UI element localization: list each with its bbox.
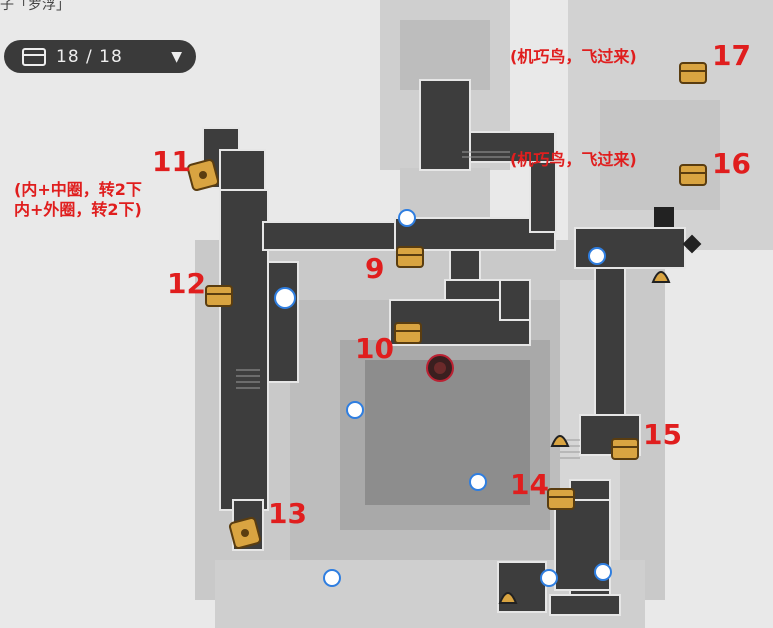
label-14: 14 — [510, 468, 549, 501]
note-17: (机巧鸟，飞过来) — [510, 47, 637, 66]
chest-icon[interactable] — [547, 488, 575, 510]
bell-icon[interactable] — [651, 271, 671, 283]
label-10: 10 — [355, 332, 394, 365]
chest-icon[interactable] — [679, 62, 707, 84]
dropdown-caret-icon[interactable]: ▼ — [171, 49, 182, 65]
teleport-icon[interactable] — [540, 569, 558, 587]
chest-count: 18 / 18 — [56, 46, 123, 67]
note-11: (内+中圈，转2下 内+外圈，转2下) — [14, 180, 142, 219]
map-walkways — [202, 79, 686, 616]
title-fragment: 子「罗浮」 — [0, 0, 70, 13]
teleport-icon[interactable] — [398, 209, 416, 227]
label-16: 16 — [712, 147, 751, 180]
boss-marker-icon[interactable] — [426, 354, 454, 382]
bell-icon[interactable] — [498, 592, 518, 604]
exit-icon[interactable] — [654, 207, 674, 227]
label-9: 9 — [365, 252, 385, 285]
compass-icon[interactable] — [682, 234, 702, 254]
chest-icon — [22, 47, 46, 66]
puzzle-markers — [186, 158, 262, 550]
teleport-icon[interactable] — [588, 247, 606, 265]
chest-icon[interactable] — [611, 438, 639, 460]
chest-counter[interactable]: 18 / 18 ▼ — [4, 40, 196, 73]
chest-icon[interactable] — [205, 285, 233, 307]
teleport-icon[interactable] — [346, 401, 364, 419]
teleport-icon[interactable] — [594, 563, 612, 581]
chest-icon[interactable] — [396, 246, 424, 268]
puzzle-icon[interactable] — [228, 516, 262, 550]
label-11: 11 — [152, 145, 191, 178]
label-13: 13 — [268, 497, 307, 530]
chest-markers — [205, 62, 707, 510]
teleport-icon[interactable] — [323, 569, 341, 587]
teleport-markers — [274, 209, 612, 587]
chest-icon[interactable] — [394, 322, 422, 344]
note-16: (机巧鸟，飞过来) — [510, 150, 637, 169]
map-stairs — [236, 151, 580, 459]
bell-icon[interactable] — [550, 435, 570, 447]
teleport-icon[interactable] — [274, 287, 296, 309]
puzzle-icon[interactable] — [186, 158, 220, 192]
chest-icon[interactable] — [679, 164, 707, 186]
label-17: 17 — [712, 39, 751, 72]
teleport-icon[interactable] — [469, 473, 487, 491]
label-12: 12 — [167, 267, 206, 300]
label-15: 15 — [643, 418, 682, 451]
misc-markers — [498, 207, 702, 604]
